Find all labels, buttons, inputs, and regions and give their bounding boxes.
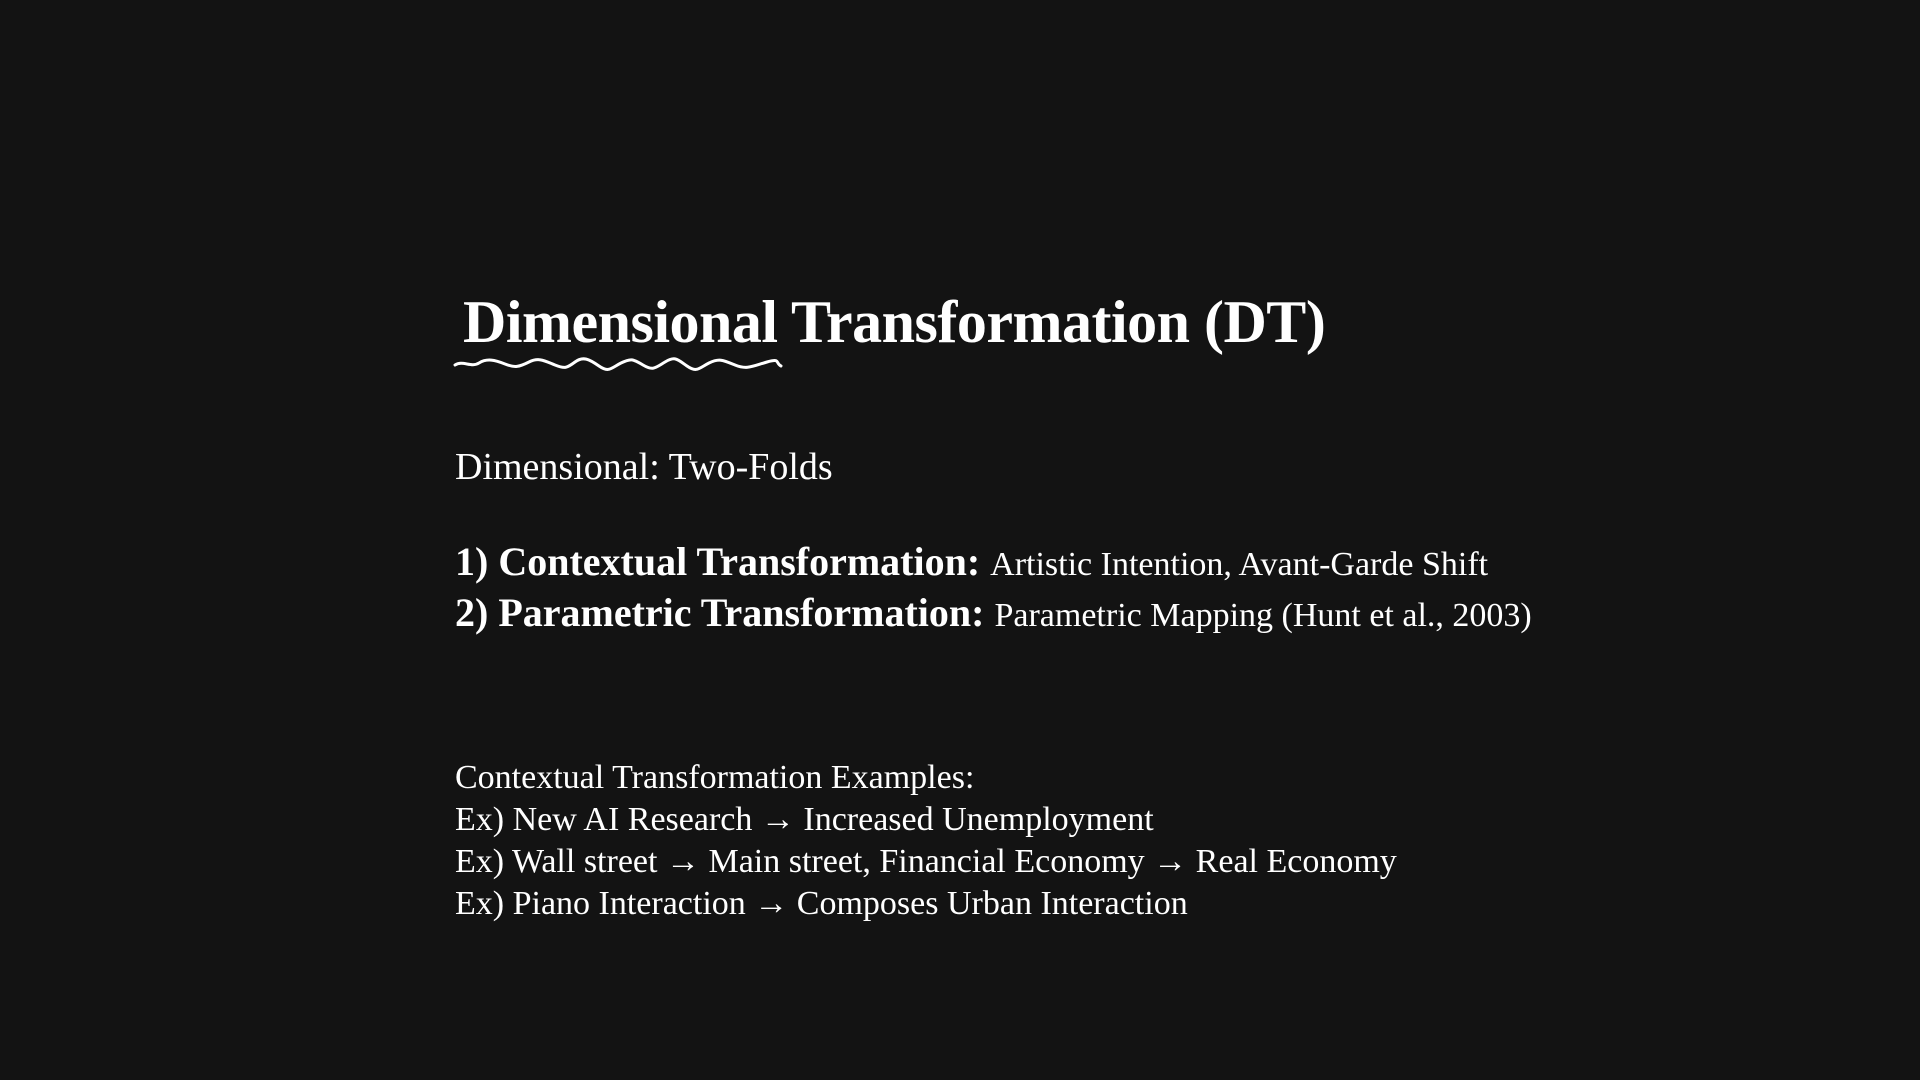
- point-label: 1) Contextual Transformation:: [455, 539, 981, 584]
- list-item: 1) Contextual Transformation: Artistic I…: [455, 538, 1532, 589]
- list-item: Ex) New AI Research → Increased Unemploy…: [455, 801, 1154, 838]
- slide-subtitle: Dimensional: Two-Folds: [455, 446, 833, 488]
- slide-title: Dimensional Transformation (DT): [463, 289, 1326, 355]
- squiggle-underline: [453, 357, 783, 371]
- point-label: 2) Parametric Transformation:: [455, 590, 985, 635]
- list-item: 2) Parametric Transformation: Parametric…: [455, 589, 1532, 640]
- transformation-list: 1) Contextual Transformation: Artistic I…: [455, 538, 1532, 640]
- point-description: Artistic Intention, Avant-Garde Shift: [990, 546, 1489, 583]
- examples-list: Contextual Transformation Examples: Ex) …: [455, 757, 1397, 925]
- examples-heading: Contextual Transformation Examples:: [455, 759, 975, 796]
- list-item: Ex) Piano Interaction → Composes Urban I…: [455, 885, 1188, 922]
- point-description: Parametric Mapping (Hunt et al., 2003): [994, 597, 1532, 634]
- list-item: Ex) Wall street → Main street, Financial…: [455, 843, 1397, 880]
